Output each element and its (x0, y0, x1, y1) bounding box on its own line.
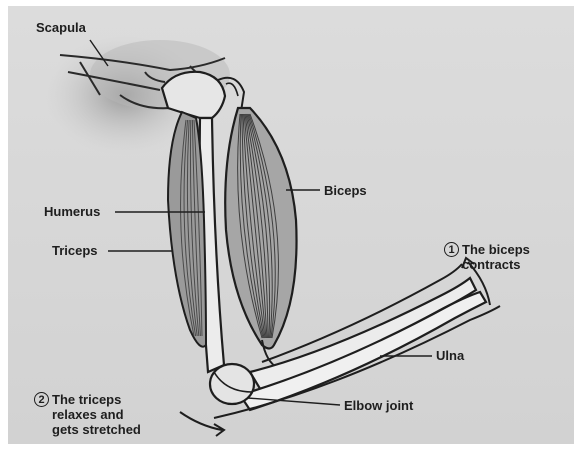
triceps-label: Triceps (52, 243, 98, 258)
step-2-line-3: gets stretched (52, 422, 141, 437)
scapula-label: Scapula (36, 20, 86, 35)
humerus-label: Humerus (44, 204, 100, 219)
step-2-line-2: relaxes and (52, 407, 124, 422)
ulna-label: Ulna (436, 348, 464, 363)
elbow-joint-shape (210, 364, 254, 404)
step-1-number-badge: 1 (444, 242, 459, 257)
biceps-label: Biceps (324, 183, 367, 198)
step-1-line-2: contracts (462, 257, 521, 272)
elbow-joint-label: Elbow joint (344, 398, 413, 413)
step-2-number-badge: 2 (34, 392, 49, 407)
step-1-line-1: The biceps (462, 242, 530, 257)
step-2-line-1: The triceps (52, 392, 121, 407)
